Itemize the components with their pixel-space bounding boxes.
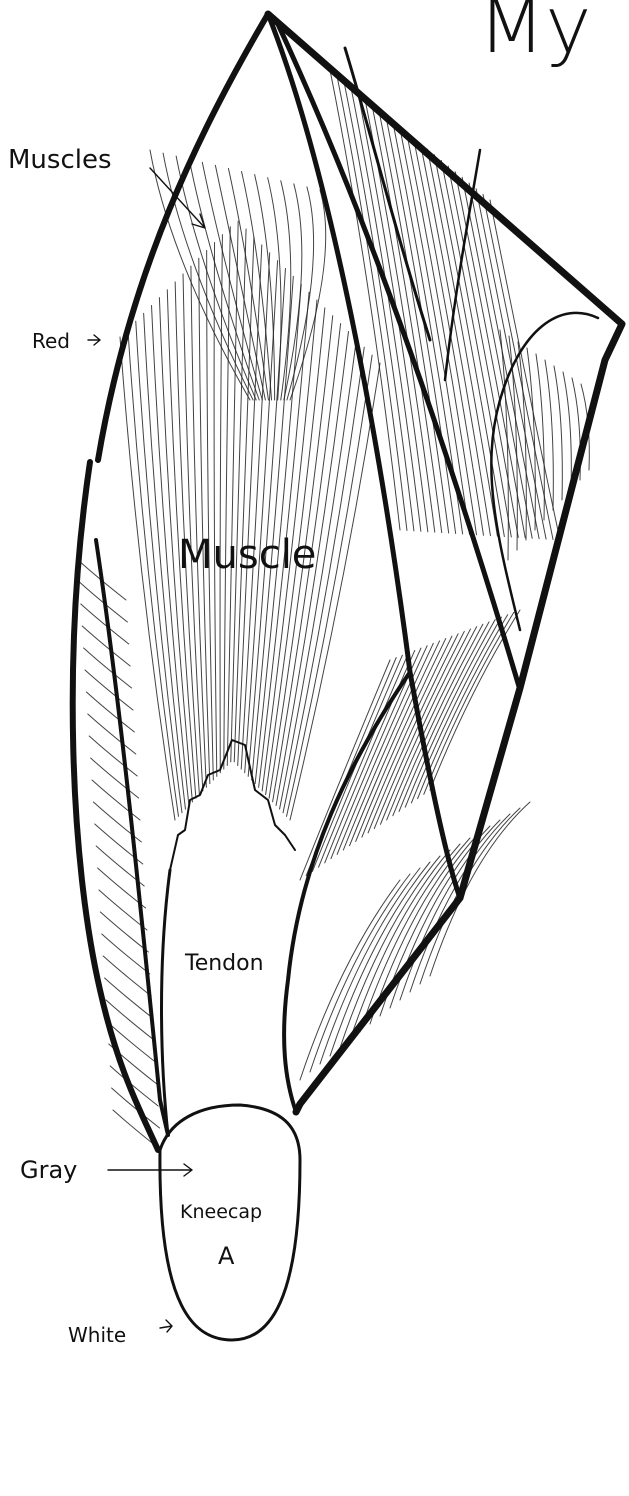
lower-muscle-fibers [300,610,530,1080]
muscle-fiber-line [312,655,402,871]
gray-arrow [108,1164,192,1176]
sartorius-inner-border [96,540,168,1135]
muscle-fiber-line [350,850,450,1040]
muscle-fiber-line [554,366,562,500]
muscle-fiber-line [214,242,217,776]
muscle-fiber-line [343,643,433,850]
tendon-label: Tendon [184,951,264,976]
red-arrow [88,335,100,345]
muscles-arrow [150,168,205,228]
muscle-fiber-line [420,808,520,984]
title-text: My [478,0,591,71]
upper-stripe-border [345,48,430,340]
muscle-fiber-line [527,348,535,530]
muscle-fiber-line [215,165,265,400]
muscles-label: Muscles [8,145,112,175]
muscle-fiber-line [287,355,373,816]
red-label: Red [32,329,70,353]
muscle-fiber-line [82,626,130,666]
gray-label: Gray [20,1156,77,1184]
muscle-fiber-line [85,670,133,710]
muscle-fiber-line [283,347,364,812]
white-label: White [68,1323,126,1347]
muscle-fiber-line [350,641,440,846]
left-edge-outline [73,462,158,1150]
muscle-fiber-line [89,736,137,776]
muscle-fiber-line [88,714,136,754]
kneecap-label: Kneecap [180,1201,262,1223]
muscle-fiber-line [368,634,458,833]
muscle-fiber-line [86,692,134,732]
muscle-fiber-line [91,758,139,798]
main-muscle-fibers [120,150,380,820]
right-muscle-fibers [330,70,589,560]
muscle-fiber-line [84,648,132,688]
kneecap-letter: A [218,1242,235,1270]
muscle-label: Muscle [178,532,316,578]
muscle-fiber-line [337,646,427,855]
muscle-fiber-line [128,329,179,816]
muscle-fiber-line [281,181,291,400]
tendon-left-border [162,870,171,1135]
muscle-fiber-line [563,372,571,490]
muscle-fiber-line [105,978,153,1018]
muscle-fiber-line [136,321,182,812]
muscle-fiber-line [331,648,421,858]
muscle-fiber-line [103,956,151,996]
muscle-fiber-line [399,622,489,812]
white-arrow [160,1320,172,1332]
muscle-fiber-line [92,780,140,820]
muscle-fiber-line [202,162,262,400]
muscle-fiber-line [319,653,409,867]
